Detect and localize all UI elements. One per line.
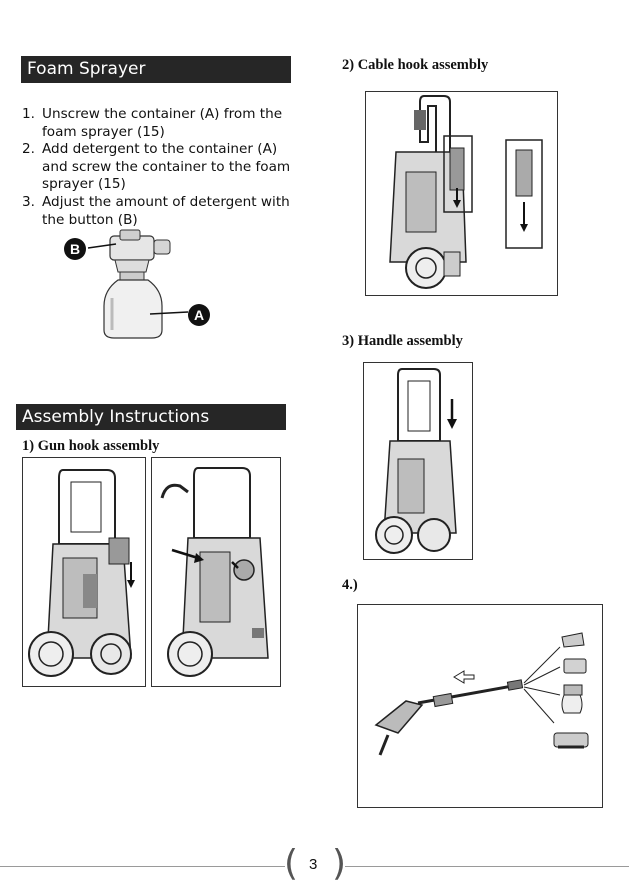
gun-hook-heading: 1) Gun hook assembly: [22, 438, 160, 454]
callout-a-label: A: [193, 307, 205, 323]
foam-sprayer-steps: 1. Unscrew the container (A) from the fo…: [22, 106, 294, 229]
step-1-text: Unscrew the container (A) from the foam …: [42, 106, 283, 140]
footer-bracket-right: ): [332, 843, 347, 884]
step-2: 2. Add detergent to the container (A) an…: [22, 141, 294, 194]
page-number: 3: [309, 856, 318, 873]
footer-rule-right: [345, 866, 629, 867]
gun-hook-figure-1: [22, 457, 146, 687]
assembly-title-bar: Assembly Instructions: [16, 404, 286, 430]
gun-hook-figure-2: [151, 457, 281, 687]
cable-hook-heading: 2) Cable hook assembly: [342, 57, 489, 73]
step-3: 3. Adjust the amount of detergent with t…: [22, 194, 294, 229]
step-2-number: 2.: [22, 141, 35, 158]
footer-rule-left: [0, 866, 285, 867]
step-3-text: Adjust the amount of detergent with the …: [42, 193, 290, 228]
handle-heading: 3) Handle assembly: [342, 333, 463, 349]
step-2-text: Add detergent to the container (A) and s…: [42, 141, 291, 193]
step-3-number: 3.: [22, 193, 35, 210]
step-1-number: 1.: [22, 106, 35, 122]
callout-b: B: [64, 238, 86, 260]
step4-heading: 4.): [342, 577, 358, 593]
foam-sprayer-title-bar: Foam Sprayer: [21, 56, 291, 83]
handle-figure: [363, 362, 473, 560]
foam-sprayer-title: Foam Sprayer: [27, 59, 146, 79]
cable-hook-figure: [365, 91, 558, 296]
callout-b-label: B: [69, 241, 81, 257]
foam-sprayer-illustration: [60, 226, 230, 346]
step-1: 1. Unscrew the container (A) from the fo…: [22, 106, 294, 141]
assembly-title: Assembly Instructions: [22, 407, 210, 427]
footer-bracket-left: (: [284, 843, 299, 884]
callout-a: A: [188, 304, 210, 326]
step4-figure: [357, 604, 603, 808]
